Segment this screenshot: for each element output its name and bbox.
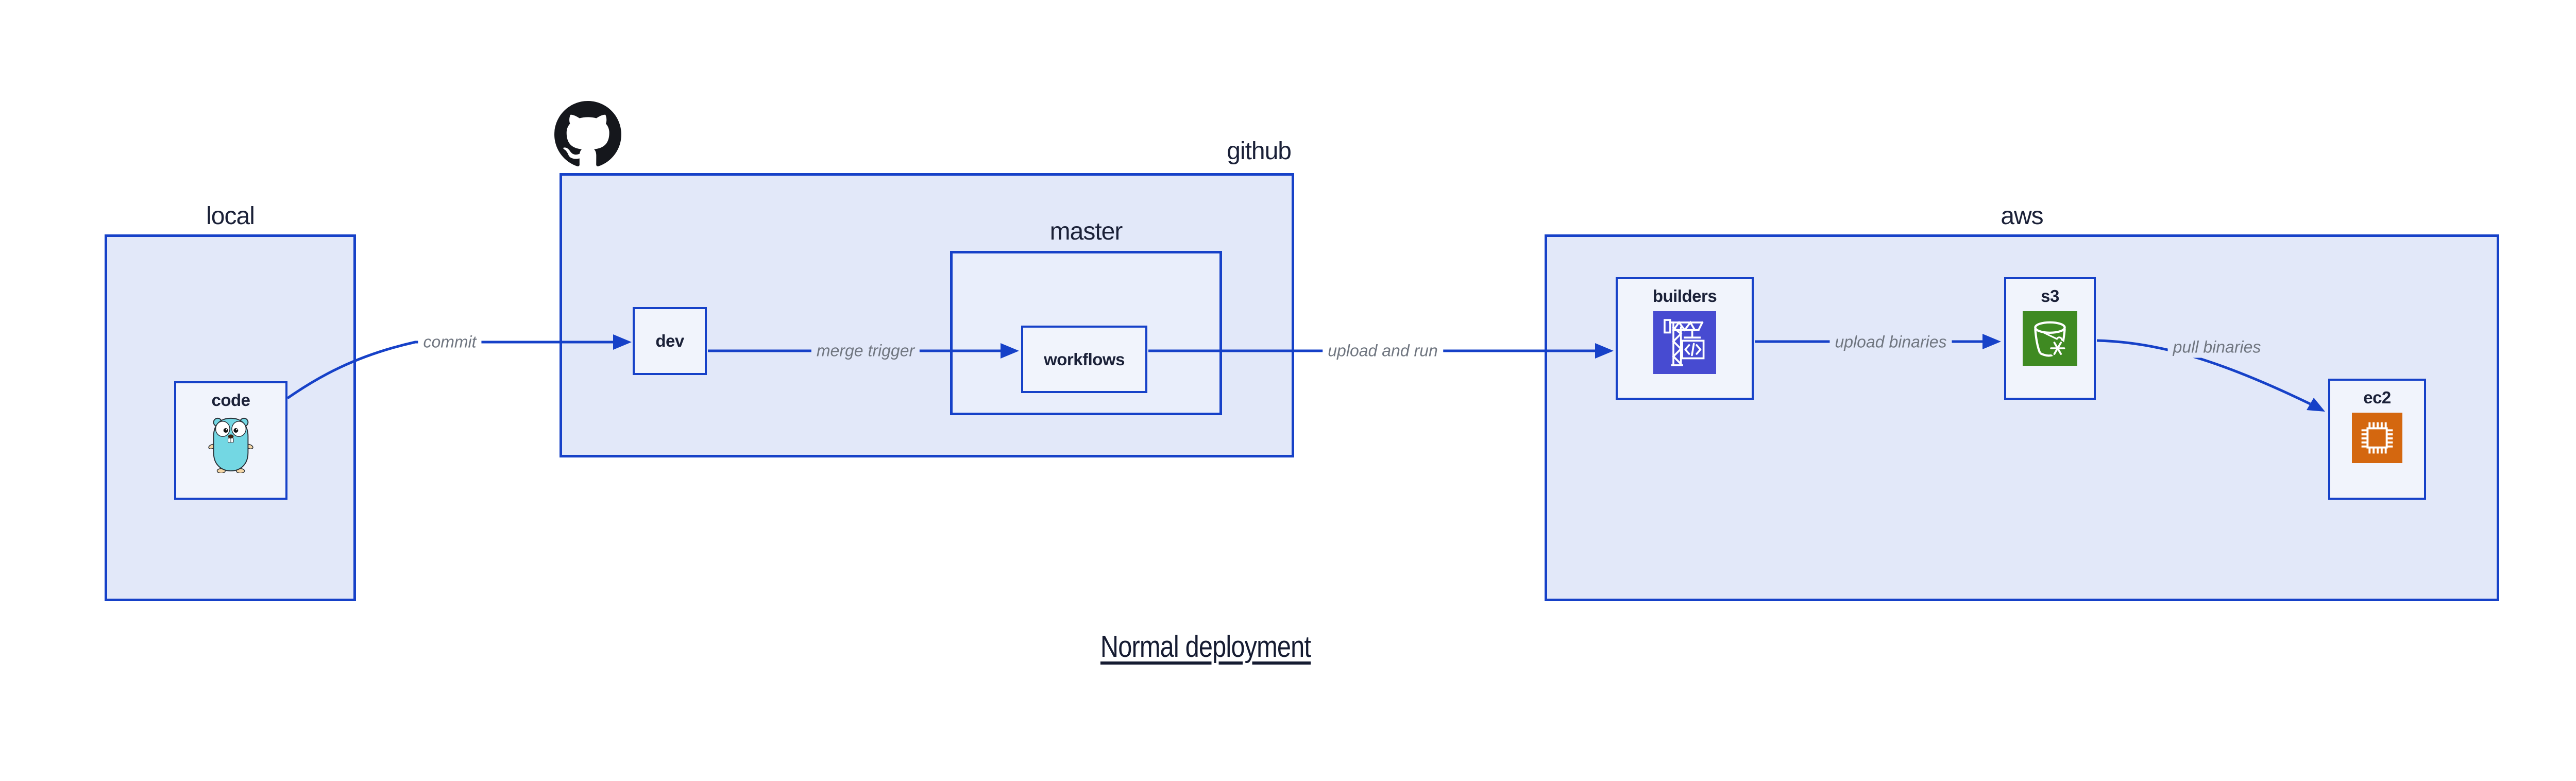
s3-bucket-snowflake-icon [2023, 311, 2077, 366]
code-node: code [174, 381, 287, 500]
master-container-label: master [1049, 218, 1123, 245]
workflows-node-label: workflows [1044, 349, 1125, 369]
dev-node-label: dev [655, 331, 684, 350]
workflows-node: workflows [1021, 326, 1147, 393]
ec2-node: ec2 [2328, 379, 2426, 500]
edge-label-upload-and-run: upload and run [1323, 340, 1443, 362]
local-container-label: local [206, 202, 255, 230]
code-node-label: code [211, 390, 250, 410]
diagram-title-text: Normal deployment [1100, 630, 1311, 664]
builders-node-label: builders [1652, 286, 1717, 305]
edge-label-commit: commit [418, 331, 482, 353]
edge-label-pull-binaries: pull binaries [2167, 336, 2266, 358]
github-container-label: github [1227, 138, 1292, 165]
ec2-node-label: ec2 [2363, 388, 2391, 407]
github-octocat-icon [554, 101, 621, 166]
aws-container-label: aws [2001, 202, 2043, 230]
builders-node: builders [1616, 277, 1754, 400]
edge-label-upload-binaries: upload binaries [1829, 331, 1952, 353]
codebuild-crane-icon [1653, 311, 1716, 374]
s3-node: s3 [2004, 277, 2096, 400]
dev-node: dev [633, 307, 707, 375]
edge-label-merge-trigger: merge trigger [811, 340, 920, 362]
s3-node-label: s3 [2041, 286, 2059, 305]
diagram-title: Normal deployment [1080, 630, 1331, 664]
go-gopher-icon [208, 417, 253, 473]
ec2-chip-icon [2352, 413, 2402, 463]
